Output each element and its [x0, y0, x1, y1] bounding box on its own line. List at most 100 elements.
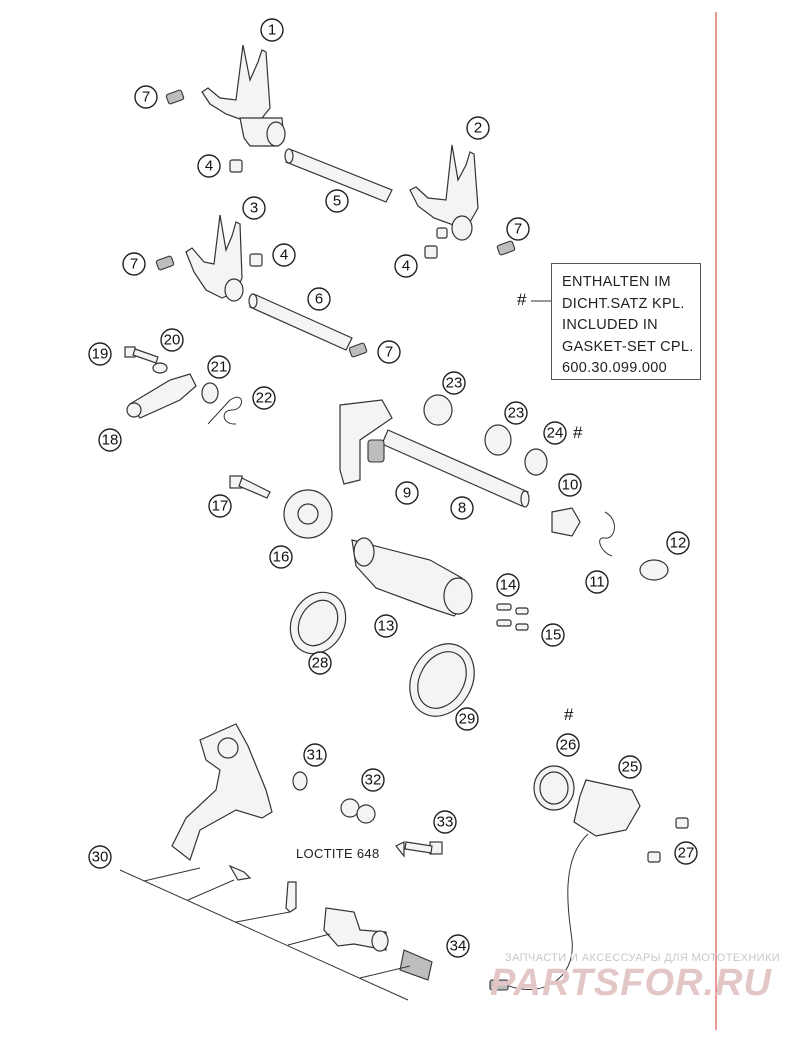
svg-text:20: 20 — [164, 332, 181, 349]
svg-text:31: 31 — [307, 747, 324, 764]
svg-text:28: 28 — [312, 655, 329, 672]
screw-19-washer-20 — [124, 346, 168, 374]
callout-16: 16 — [269, 545, 293, 569]
svg-text:7: 7 — [142, 89, 150, 106]
svg-text:3: 3 — [250, 200, 258, 217]
svg-text:4: 4 — [402, 258, 410, 275]
note-line-4: GASKET-SET CPL. — [562, 338, 694, 355]
callout-15: 15 — [541, 623, 565, 647]
callout-18: 18 — [98, 428, 122, 452]
note-line-2: DICHT.SATZ KPL. — [562, 295, 685, 312]
group-leader-30 — [119, 867, 411, 1001]
svg-text:11: 11 — [589, 574, 605, 591]
bushing-21-spring-22 — [201, 382, 242, 425]
callout-11: 11 — [585, 570, 609, 594]
callout-7-a: 7 — [134, 85, 158, 109]
callout-27: 27 — [674, 841, 698, 865]
svg-text:18: 18 — [102, 432, 119, 449]
callout-24: 24 — [543, 421, 567, 445]
callout-23-a: 23 — [442, 371, 466, 395]
svg-text:6: 6 — [315, 291, 323, 308]
svg-text:26: 26 — [560, 737, 577, 754]
callout-19: 19 — [88, 342, 112, 366]
bearings-28-29 — [289, 591, 475, 717]
shift-lever-18 — [126, 373, 197, 419]
svg-text:23: 23 — [508, 405, 525, 422]
callout-9: 9 — [395, 481, 419, 505]
callout-34: 34 — [446, 934, 470, 958]
callout-26: 26 — [556, 733, 580, 757]
callout-12: 12 — [666, 531, 690, 555]
svg-text:24: 24 — [547, 425, 564, 442]
svg-text:34: 34 — [450, 938, 467, 955]
hash-marker-note: # — [517, 290, 527, 309]
gasket-set-note: ENTHALTEN IM DICHT.SATZ KPL. INCLUDED IN… — [551, 263, 701, 380]
pins-14-15 — [496, 603, 529, 631]
callout-32: 32 — [361, 768, 385, 792]
shift-fork-2 — [409, 144, 479, 241]
gear-sensor-25 — [489, 765, 689, 991]
svg-text:25: 25 — [622, 759, 639, 776]
svg-text:32: 32 — [365, 772, 382, 789]
watermark-tagline: ЗАПЧАСТИ И АКСЕССУАРЫ ДЛЯ МОТОТЕХНИКИ — [505, 952, 781, 964]
callout-7-c: 7 — [122, 252, 146, 276]
washers-31-32-bolt-33 — [292, 771, 443, 858]
bolt-17 — [229, 475, 271, 499]
svg-text:2: 2 — [474, 120, 482, 137]
svg-text:30: 30 — [92, 849, 109, 866]
note-line-1: ENTHALTEN IM — [562, 274, 671, 290]
svg-text:4: 4 — [280, 247, 288, 264]
svg-text:7: 7 — [514, 221, 522, 238]
callout-5: 5 — [325, 189, 349, 213]
callout-8: 8 — [450, 496, 474, 520]
hash-marker-26: # — [564, 705, 574, 724]
svg-text:16: 16 — [273, 549, 290, 566]
callout-3: 3 — [242, 196, 266, 220]
shift-fork-3 — [185, 214, 244, 302]
svg-text:23: 23 — [446, 375, 463, 392]
callout-4-right: 4 — [394, 254, 418, 278]
callout-33: 33 — [433, 810, 457, 834]
callout-4-mid: 4 — [272, 243, 296, 267]
callout-4-top: 4 — [197, 154, 221, 178]
callout-20: 20 — [160, 328, 184, 352]
bearings-23-seal-24 — [423, 394, 548, 476]
note-line-5: 600.30.099.000 — [562, 360, 667, 376]
svg-text:9: 9 — [403, 485, 411, 502]
svg-text:29: 29 — [459, 711, 476, 728]
svg-text:17: 17 — [212, 498, 229, 515]
callout-7-b: 7 — [506, 217, 530, 241]
callout-25: 25 — [618, 755, 642, 779]
callout-6: 6 — [307, 287, 331, 311]
svg-text:4: 4 — [205, 158, 213, 175]
callout-13: 13 — [374, 614, 398, 638]
watermark-logo: PARTSFOR.RU — [490, 962, 772, 1004]
shift-star-16 — [283, 489, 333, 539]
parts-10-11-12 — [551, 507, 669, 581]
callout-14: 14 — [496, 573, 520, 597]
shift-lever-30 — [171, 723, 273, 861]
fork-shaft-5 — [284, 148, 393, 203]
callout-22: 22 — [252, 386, 276, 410]
svg-text:19: 19 — [92, 346, 109, 363]
svg-text:22: 22 — [256, 390, 273, 407]
callout-29: 29 — [455, 707, 479, 731]
loctite-label: LOCTITE 648 — [296, 846, 380, 861]
svg-text:13: 13 — [378, 618, 395, 635]
callout-31: 31 — [303, 743, 327, 767]
svg-text:12: 12 — [670, 535, 687, 552]
svg-text:5: 5 — [333, 193, 341, 210]
callout-1: 1 — [260, 18, 284, 42]
callout-30: 30 — [88, 845, 112, 869]
svg-text:10: 10 — [562, 477, 579, 494]
shift-drum-13 — [351, 537, 473, 617]
callout-28: 28 — [308, 651, 332, 675]
svg-text:21: 21 — [211, 359, 228, 376]
svg-text:7: 7 — [385, 344, 393, 361]
svg-text:33: 33 — [437, 814, 454, 831]
svg-text:8: 8 — [458, 500, 466, 517]
svg-text:1: 1 — [268, 22, 276, 39]
shift-linkage-34 — [228, 864, 433, 981]
guide-rollers-4 — [229, 159, 448, 267]
callout-10: 10 — [558, 473, 582, 497]
